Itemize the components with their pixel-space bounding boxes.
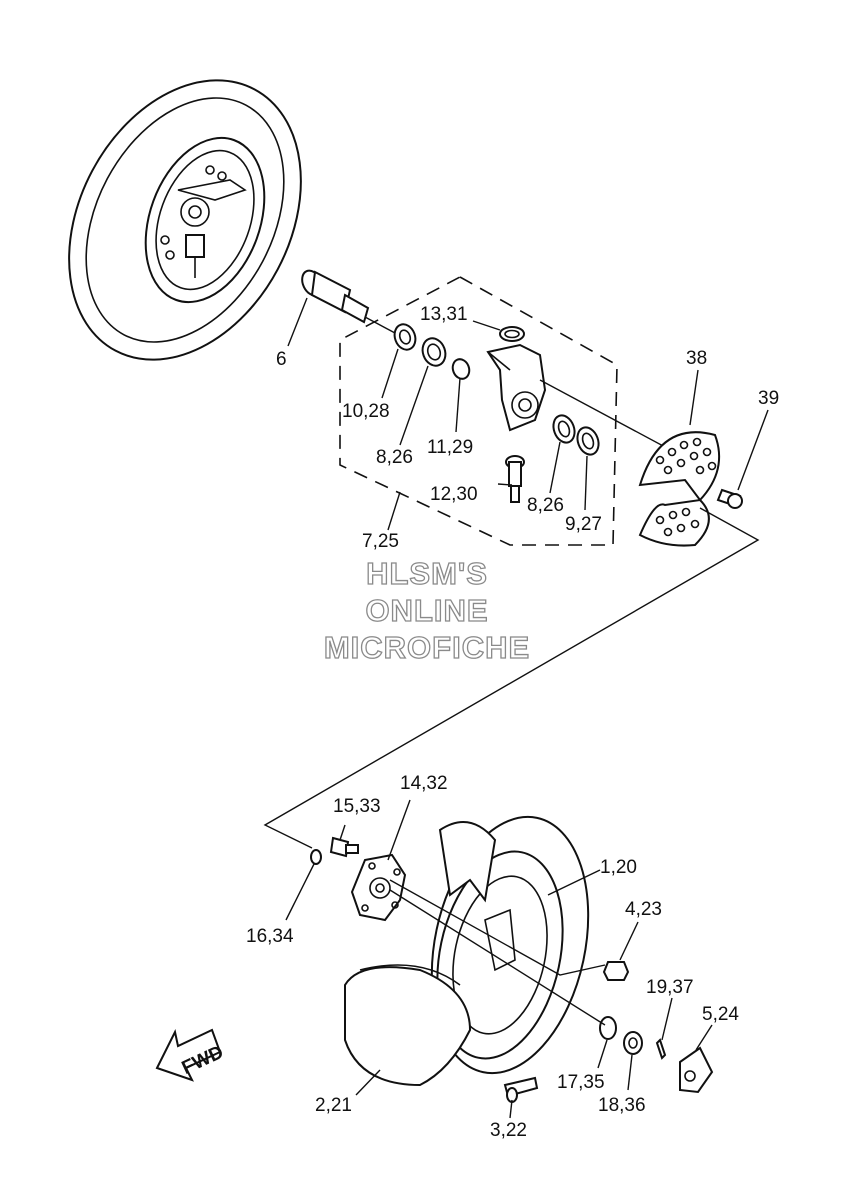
watermark-line-3: MICROFICHE [324, 630, 530, 665]
label-12-30: 12,30 [430, 484, 478, 505]
label-8-26-a: 8,26 [376, 447, 413, 468]
part-3-22-valve [503, 1076, 539, 1103]
part-12-30-ball-joint [505, 455, 525, 503]
label-15-33: 15,33 [333, 796, 381, 817]
part-4-23-nut [602, 961, 630, 981]
label-2-21: 2,21 [315, 1095, 352, 1116]
part-11-29-collar [451, 358, 471, 380]
knuckle-assembly-outline [339, 276, 618, 546]
part-13-31-circlip [499, 326, 525, 342]
part-8-26-bearing-a [421, 337, 447, 367]
label-17-35: 17,35 [557, 1072, 605, 1093]
label-11-29: 11,29 [427, 437, 473, 458]
label-6: 6 [276, 349, 287, 370]
watermark-line-2: ONLINE [365, 593, 488, 628]
watermark-line-1: HLSM'S [366, 556, 488, 591]
assembled-wheel-illustration [68, 79, 302, 361]
label-16-34: 16,34 [246, 926, 294, 947]
part-19-37-cotter-pin [655, 1038, 667, 1060]
part-8-26-bearing-b [552, 414, 576, 444]
part-5-24-cap [679, 1046, 714, 1094]
label-1-20: 1,20 [600, 857, 637, 878]
label-7-25: 7,25 [362, 531, 399, 552]
part-10-28-oil-seal [393, 323, 417, 351]
part-16-34-o-ring [310, 849, 322, 865]
part-1-20-rim [430, 815, 590, 1075]
part-14-32-hub [350, 853, 407, 922]
knuckle [486, 343, 547, 432]
label-4-23: 4,23 [625, 899, 662, 920]
label-38: 38 [686, 348, 707, 369]
part-38-brake-disc [638, 431, 721, 547]
fwd-arrow-icon: FWD [155, 1028, 227, 1082]
part-18-36-nut [623, 1031, 643, 1055]
label-10-28: 10,28 [342, 401, 390, 422]
part-9-27-oil-seal [576, 426, 600, 456]
label-8-26-b: 8,26 [527, 495, 564, 516]
part-15-33-bolt [329, 836, 359, 858]
part-17-35-washer [599, 1016, 617, 1040]
label-19-37: 19,37 [646, 977, 694, 998]
guide-line [263, 507, 760, 849]
part-6-spindle [301, 269, 370, 324]
label-18-36: 18,36 [598, 1095, 646, 1116]
label-5-24: 5,24 [702, 1004, 739, 1025]
label-9-27: 9,27 [565, 514, 602, 535]
label-13-31: 13,31 [420, 304, 468, 325]
part-39-bolt [716, 488, 743, 509]
part-2-21-tire [344, 964, 472, 1087]
label-39: 39 [758, 388, 779, 409]
label-14-32: 14,32 [400, 773, 448, 794]
label-3-22: 3,22 [490, 1120, 527, 1141]
